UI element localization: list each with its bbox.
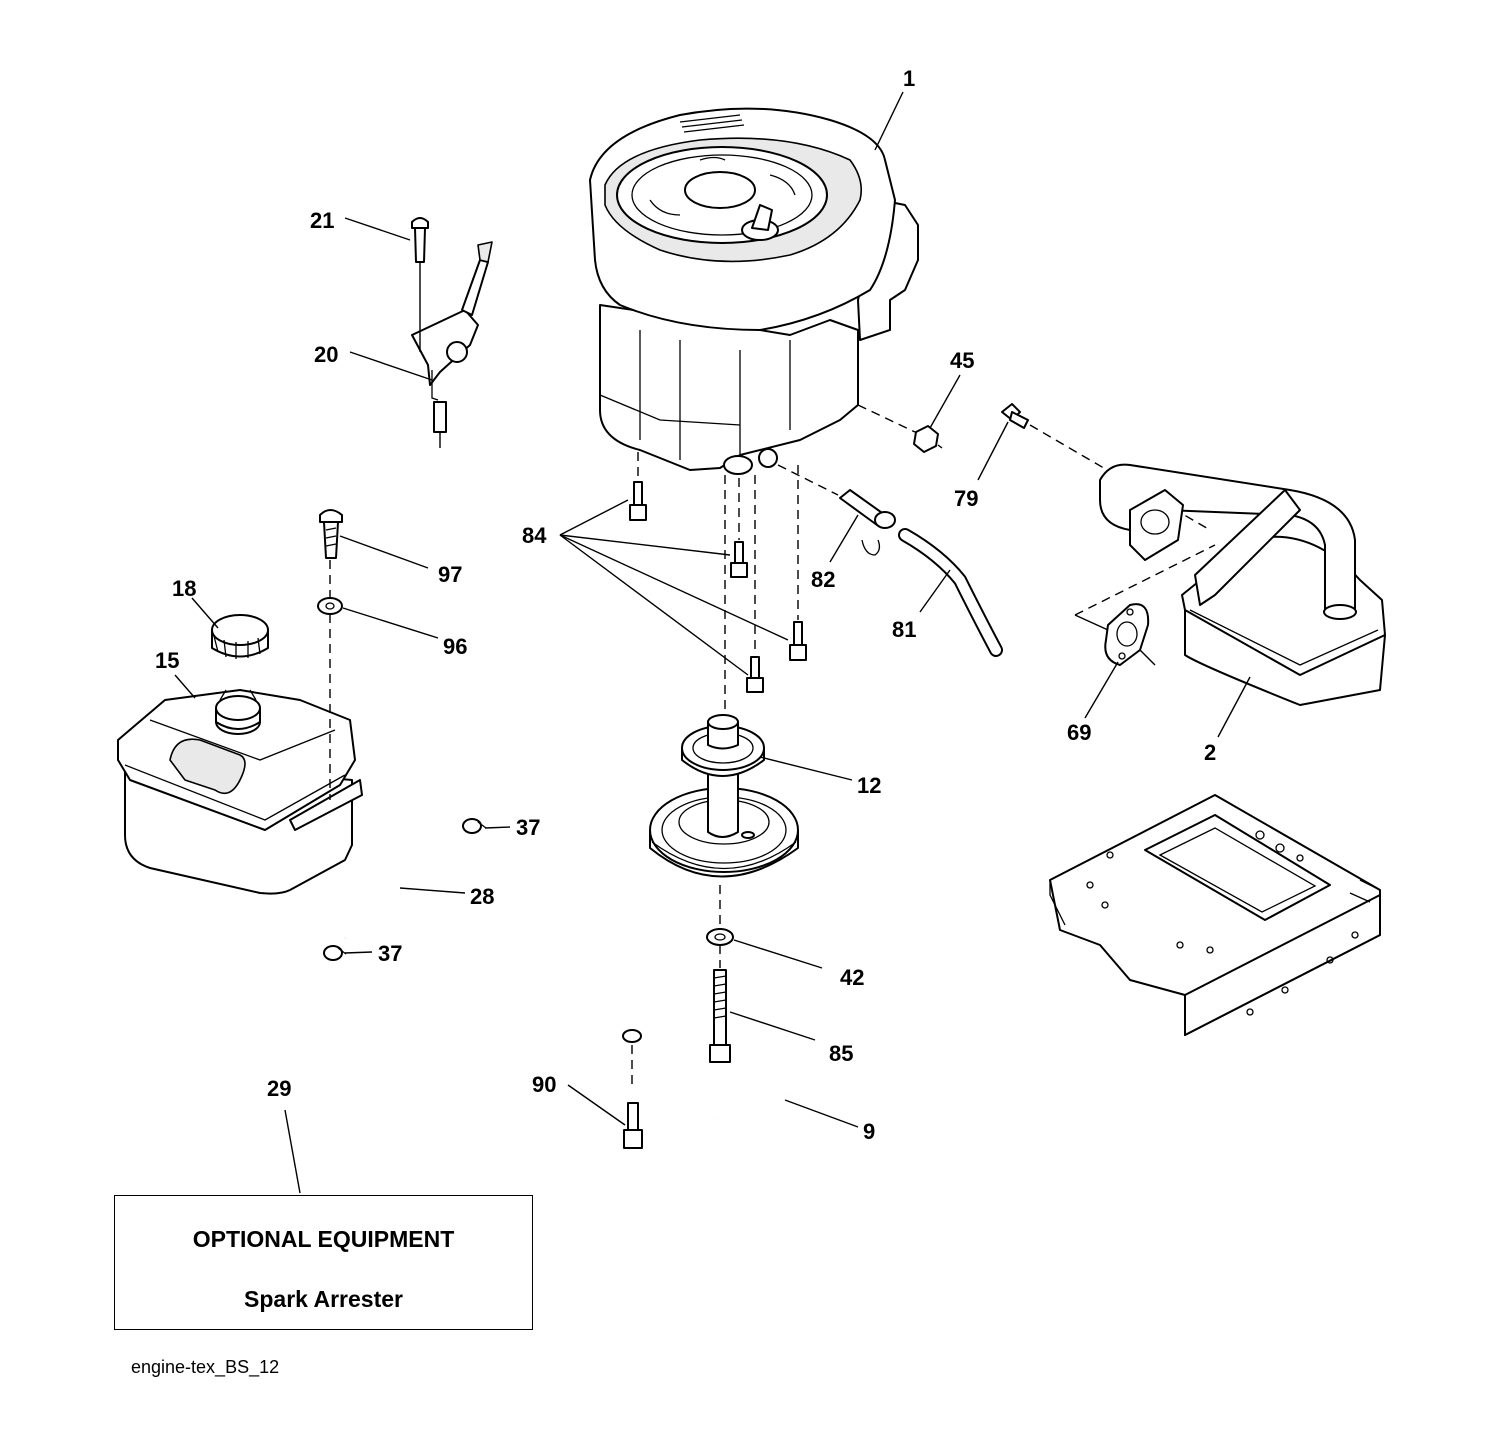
screw-90-part <box>623 1102 643 1149</box>
washer-42-part <box>706 928 734 946</box>
optional-equipment-title: OPTIONAL EQUIPMENT <box>192 1226 455 1252</box>
engine-mounting-plate-part <box>1049 794 1381 1036</box>
callout-20: 20 <box>314 342 433 381</box>
bolt-84-b-part <box>730 478 748 578</box>
bolt-84-c-part <box>789 465 807 661</box>
callout-label: 42 <box>840 965 864 990</box>
callout-label: 97 <box>438 562 462 587</box>
callout-label: 12 <box>857 773 881 798</box>
callout-82: 82 <box>811 514 859 592</box>
throttle-control-part <box>411 217 493 448</box>
callout-85: 85 <box>729 1011 853 1066</box>
callout-2: 2 <box>1204 676 1251 765</box>
callout-label: 79 <box>954 486 978 511</box>
engine-part <box>589 107 919 475</box>
fuel-line-81-part <box>898 528 1003 657</box>
callout-label: 28 <box>470 884 494 909</box>
callout-9: 9 <box>784 1099 875 1144</box>
pulley-part <box>649 714 799 878</box>
fuel-cap-part <box>211 614 269 659</box>
callout-81: 81 <box>892 569 951 642</box>
callout-label: 37 <box>516 815 540 840</box>
screw-97-part <box>319 509 343 559</box>
fuel-filter-82-part <box>777 464 896 556</box>
callout-label: 15 <box>155 648 179 673</box>
drawing-code: engine-tex_BS_12 <box>131 1357 280 1377</box>
muffler-part <box>1099 463 1386 706</box>
optional-equipment-item: Spark Arrester <box>244 1286 403 1312</box>
callout-28: 28 <box>399 884 494 909</box>
callout-69: 69 <box>1067 661 1119 745</box>
callout-1: 1 <box>874 66 915 151</box>
callout-96: 96 <box>342 607 467 659</box>
callout-label: 37 <box>378 941 402 966</box>
callout-label: 18 <box>172 576 196 601</box>
hose-clamp-37-lower-part <box>323 945 347 961</box>
callout-label: 20 <box>314 342 338 367</box>
callout-label: 81 <box>892 617 916 642</box>
callout-90: 90 <box>532 1072 626 1126</box>
callout-label: 45 <box>950 348 974 373</box>
nut-45-part <box>857 404 943 453</box>
callout-37-upper: 37 <box>484 815 540 840</box>
callout-45: 45 <box>929 348 974 429</box>
washer-96-part <box>317 597 343 615</box>
fuel-tank-part <box>117 689 363 895</box>
fuel-line-part <box>343 827 467 941</box>
callout-42: 42 <box>733 939 864 990</box>
callout-29: 29 <box>267 1076 301 1194</box>
bolt-85-part <box>709 969 731 1063</box>
callout-12: 12 <box>759 756 881 798</box>
optional-equipment-box: OPTIONAL EQUIPMENT Spark Arrester <box>114 1195 533 1330</box>
callout-15: 15 <box>155 648 196 699</box>
bolt-84-d-part <box>746 475 764 693</box>
callout-label: 85 <box>829 1041 853 1066</box>
bolt-84-a-part <box>629 452 647 521</box>
gasket-69-part <box>1104 603 1150 666</box>
callout-label: 9 <box>863 1119 875 1144</box>
callout-21: 21 <box>310 208 411 241</box>
callout-97: 97 <box>339 535 462 587</box>
callout-label: 2 <box>1204 740 1216 765</box>
callout-label: 84 <box>522 523 547 548</box>
hose-clamp-37-upper-part <box>462 818 487 834</box>
callout-label: 96 <box>443 634 467 659</box>
callout-label: 90 <box>532 1072 556 1097</box>
callout-label: 69 <box>1067 720 1091 745</box>
callout-label: 29 <box>267 1076 291 1101</box>
rod-9-part <box>622 1029 793 1122</box>
callout-label: 1 <box>903 66 915 91</box>
callout-18: 18 <box>172 576 219 629</box>
callout-84: 84 <box>522 499 789 676</box>
callout-label: 21 <box>310 208 334 233</box>
callout-label: 82 <box>811 567 835 592</box>
callout-79: 79 <box>954 421 1009 511</box>
callout-37-lower: 37 <box>344 941 402 966</box>
